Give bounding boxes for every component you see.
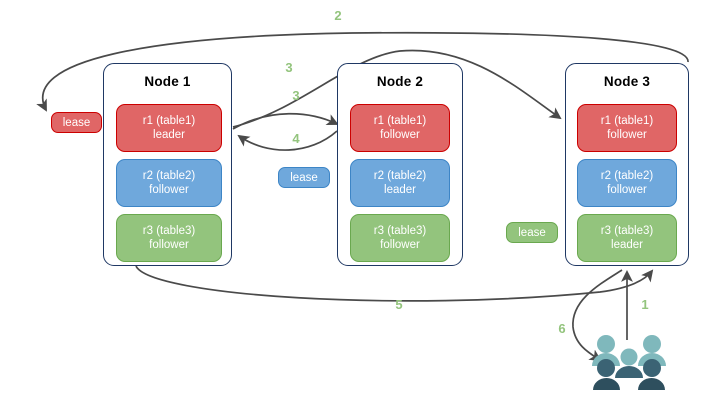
- lease-badge-blue[interactable]: lease: [278, 167, 330, 188]
- replica-role: follower: [149, 184, 189, 196]
- node-node3[interactable]: Node 3 r1 (table1) follower r2 (table2) …: [565, 63, 689, 266]
- replica-node1-r1[interactable]: r1 (table1) leader: [116, 104, 222, 152]
- step-label-1: 1: [641, 297, 649, 312]
- edge-4-node2-to-node1: [237, 130, 338, 151]
- replica-node2-r3[interactable]: r3 (table3) follower: [350, 214, 450, 262]
- node-title: Node 2: [376, 74, 424, 89]
- replica-role: follower: [607, 184, 647, 196]
- replica-name: r2 (table2): [142, 170, 196, 182]
- edge-5-node1-to-node3: [135, 265, 654, 302]
- step-label-6: 6: [558, 321, 566, 336]
- step-label-3-short: 3: [292, 88, 300, 103]
- step-label-2: 2: [334, 8, 342, 23]
- edge-6-node3-to-clients: [572, 269, 623, 362]
- node-title: Node 3: [603, 74, 651, 89]
- node-node2[interactable]: Node 2 r1 (table1) follower r2 (table2) …: [337, 63, 463, 266]
- replica-role: leader: [153, 129, 185, 141]
- people-icon: [592, 335, 666, 390]
- replica-role: follower: [380, 239, 420, 251]
- edge-3-node1-to-node2: [232, 112, 339, 130]
- lease-badge-green[interactable]: lease: [506, 222, 558, 243]
- replica-node3-r1[interactable]: r1 (table1) follower: [577, 104, 677, 152]
- replica-name: r3 (table3): [142, 225, 196, 237]
- replica-role: leader: [611, 239, 643, 251]
- edge-2-lease-transfer: [36, 31, 689, 112]
- replica-role: follower: [380, 129, 420, 141]
- replica-name: r1 (table1): [142, 115, 196, 127]
- edge-3-node1-to-node3: [232, 49, 562, 128]
- node-title: Node 1: [144, 74, 191, 89]
- replica-role: follower: [149, 239, 189, 251]
- replica-node3-r2[interactable]: r2 (table2) follower: [577, 159, 677, 207]
- replica-name: r1 (table1): [600, 115, 654, 127]
- step-label-4: 4: [292, 131, 300, 146]
- replica-role: follower: [607, 129, 647, 141]
- replica-node3-r3[interactable]: r3 (table3) leader: [577, 214, 677, 262]
- replica-node2-r2[interactable]: r2 (table2) leader: [350, 159, 450, 207]
- step-label-3-long: 3: [285, 60, 293, 75]
- replica-node1-r3[interactable]: r3 (table3) follower: [116, 214, 222, 262]
- step-label-5: 5: [395, 297, 403, 312]
- replica-name: r1 (table1): [373, 115, 427, 127]
- replica-name: r2 (table2): [373, 170, 427, 182]
- node-node1[interactable]: Node 1 r1 (table1) leader r2 (table2) fo…: [103, 63, 232, 266]
- lease-badge-red[interactable]: lease: [51, 112, 102, 133]
- replica-node2-r1[interactable]: r1 (table1) follower: [350, 104, 450, 152]
- replica-name: r3 (table3): [373, 225, 427, 237]
- replica-node1-r2[interactable]: r2 (table2) follower: [116, 159, 222, 207]
- replica-name: r2 (table2): [600, 170, 654, 182]
- replica-name: r3 (table3): [600, 225, 654, 237]
- replica-role: leader: [384, 184, 416, 196]
